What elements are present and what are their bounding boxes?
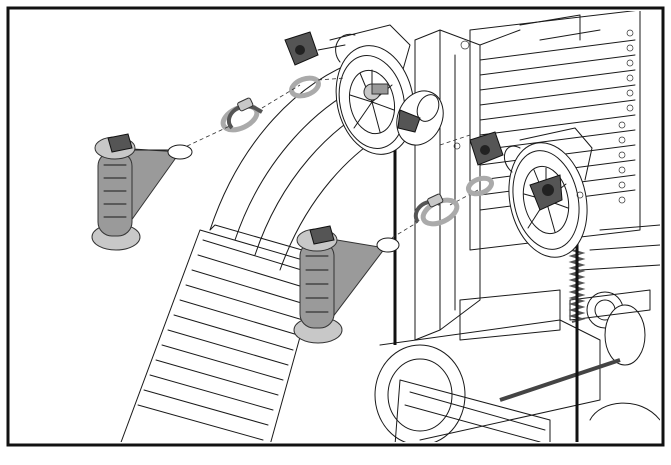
snap-hook-upper: [226, 97, 263, 130]
guide-line-6: [439, 134, 471, 146]
tension-spring: [568, 249, 586, 323]
handle-center: [293, 225, 400, 344]
cable-clamp-lower: [453, 131, 504, 166]
cable-clamp-upper: [396, 90, 444, 146]
weight-stack: [469, 11, 660, 271]
pulley-lower: [503, 127, 593, 258]
guide-line-5: [449, 189, 479, 206]
base-assembly: [374, 289, 660, 442]
guide-line-3: [317, 77, 346, 81]
guide-line-2: [261, 84, 301, 109]
handle-left: [91, 133, 193, 251]
pulley-upper: [329, 24, 415, 155]
snap-hook-lower: [413, 175, 495, 227]
guide-line-1: [167, 124, 233, 156]
clamp-top-left: [284, 31, 346, 66]
